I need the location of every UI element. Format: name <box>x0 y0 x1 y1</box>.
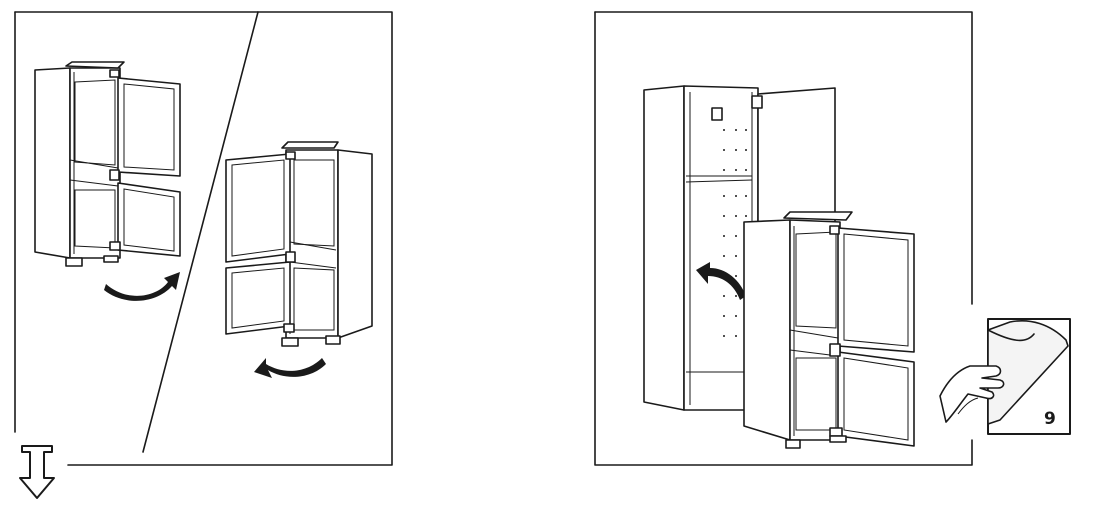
fridge-after <box>225 141 373 347</box>
page-number: 9 <box>1044 409 1056 429</box>
rotate-arrow <box>104 272 180 301</box>
fridge-before <box>34 61 181 267</box>
page-turn-icon: 9 <box>939 318 1071 435</box>
right-step-panel <box>594 11 973 466</box>
down-arrow-icon <box>19 445 55 499</box>
rotate-arrow <box>254 358 326 378</box>
left-step-panel <box>14 11 393 466</box>
left-panel-frame <box>14 11 393 466</box>
fridge-inserting <box>743 211 915 449</box>
right-panel-frame-top <box>594 11 973 305</box>
diagonal-divider <box>142 11 259 453</box>
insert-arrow <box>696 262 746 300</box>
tall-cabinet <box>643 85 836 411</box>
right-panel-frame-bottom <box>594 11 973 466</box>
